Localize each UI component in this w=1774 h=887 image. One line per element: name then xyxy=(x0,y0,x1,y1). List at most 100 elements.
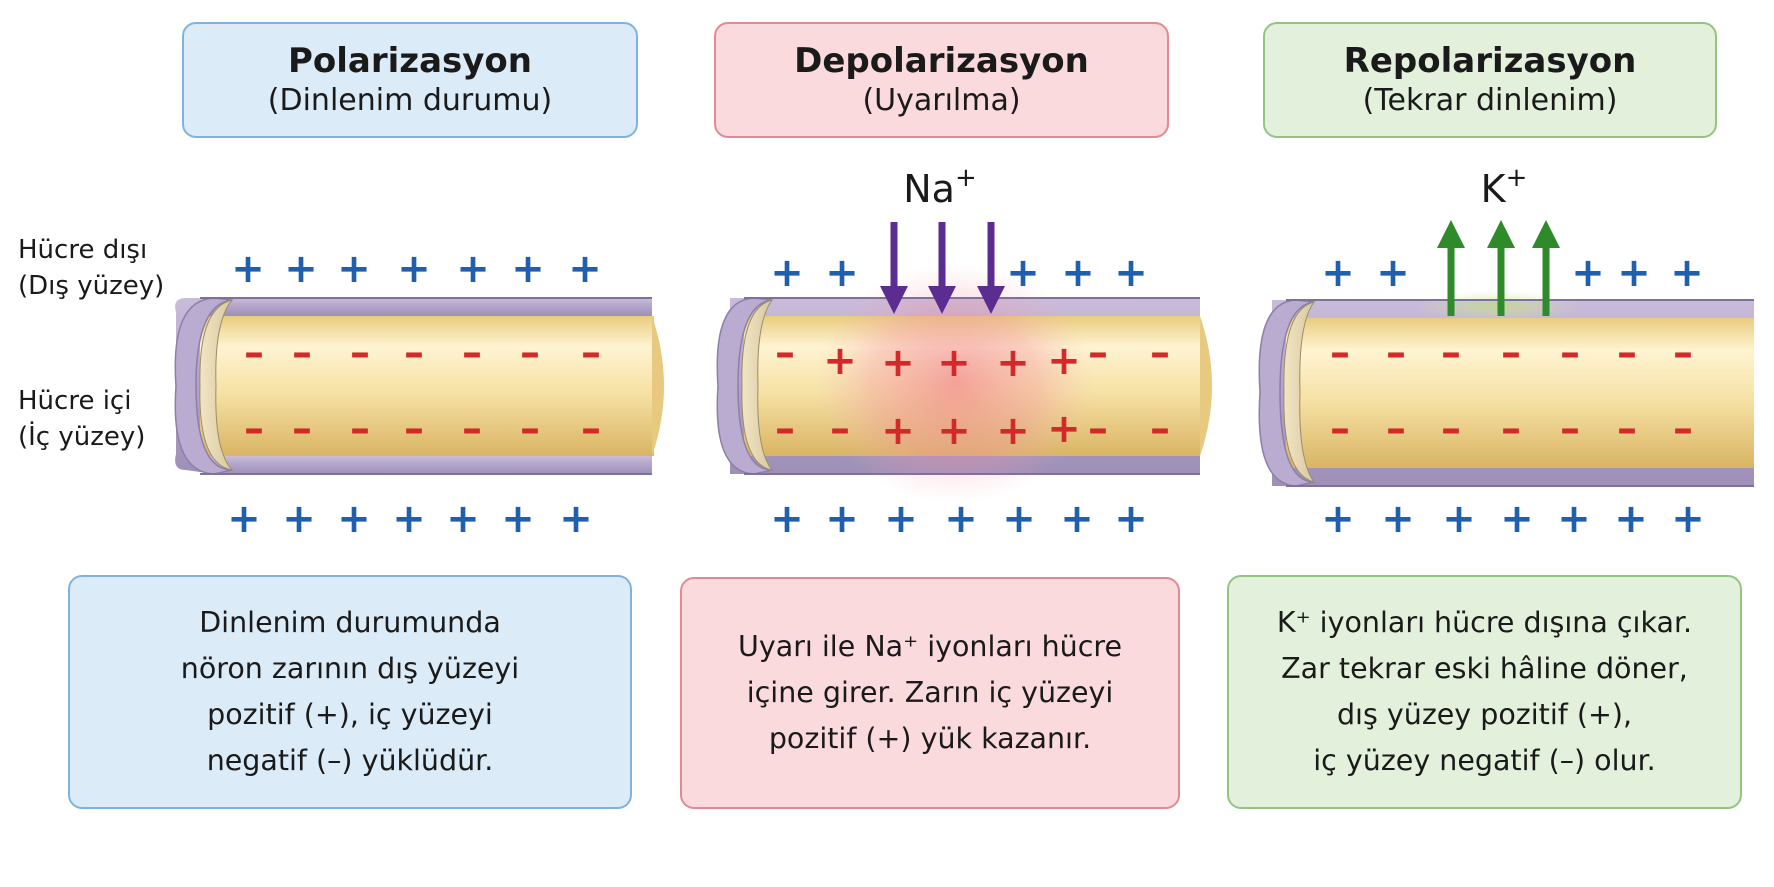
na-ion-label: Na+ xyxy=(903,163,977,211)
outer-charges-depolarization-top: + + + + + xyxy=(770,250,1148,296)
minus-charge: – xyxy=(462,330,482,376)
na-influx: Na+ xyxy=(880,163,1005,314)
plus-charge: + xyxy=(446,496,480,542)
minus-charge: – xyxy=(1673,406,1693,452)
outer-charges-polarization-top: + + + + + + + xyxy=(231,246,602,292)
inner-charges-depolarization: – + + + + + – – – – + + + + – – xyxy=(775,330,1170,454)
plus-charge: + xyxy=(1442,496,1476,542)
charges: + + + + + + + + + + + + + + – – – – – – … xyxy=(227,246,1705,542)
title-polarization: Polarizasyon xyxy=(288,41,532,81)
plus-charge: + xyxy=(1321,496,1355,542)
plus-charge: + xyxy=(881,340,915,386)
title-box-polarization: Polarizasyon (Dinlenim durumu) xyxy=(182,22,638,138)
plus-charge: + xyxy=(511,246,545,292)
plus-charge: + xyxy=(937,340,971,386)
label-inside: Hücre içi (İç yüzey) xyxy=(18,386,146,452)
minus-charge: – xyxy=(1441,406,1461,452)
minus-charge: – xyxy=(1088,406,1108,452)
minus-charge: – xyxy=(1386,330,1406,376)
plus-charge: + xyxy=(337,246,371,292)
minus-charge: – xyxy=(581,330,601,376)
minus-charge: – xyxy=(350,406,370,452)
plus-charge: + xyxy=(1376,250,1410,296)
plus-charge: + xyxy=(1006,250,1040,296)
k-efflux: K+ xyxy=(1437,163,1560,316)
membrane-tube-polarization xyxy=(174,297,664,475)
outer-charges-polarization-bottom: + + + + + + + xyxy=(227,496,593,542)
description-polarization: Dinlenim durumunda nöron zarının dış yüz… xyxy=(180,606,520,777)
plus-charge: + xyxy=(568,246,602,292)
plus-charge: + xyxy=(996,340,1030,386)
plus-charge: + xyxy=(1571,250,1605,296)
plus-charge: + xyxy=(884,496,918,542)
plus-charge: + xyxy=(559,496,593,542)
minus-charge: – xyxy=(775,330,795,376)
plus-charge: + xyxy=(337,496,371,542)
plus-charge: + xyxy=(1061,250,1095,296)
plus-charge: + xyxy=(284,246,318,292)
plus-charge: + xyxy=(1047,406,1081,452)
minus-charge: – xyxy=(462,406,482,452)
subtitle-repolarization: (Tekrar dinlenim) xyxy=(1362,83,1618,118)
minus-charge: – xyxy=(1441,330,1461,376)
outer-charges-repolarization-bottom: + + + + + + + xyxy=(1321,496,1705,542)
plus-charge: + xyxy=(996,408,1030,454)
title-box-depolarization: Depolarizasyon (Uyarılma) xyxy=(714,22,1169,138)
minus-charge: – xyxy=(244,330,264,376)
plus-charge: + xyxy=(397,246,431,292)
minus-charge: – xyxy=(292,330,312,376)
minus-charge: – xyxy=(830,406,850,452)
k-ion-label: K+ xyxy=(1481,163,1528,211)
plus-charge: + xyxy=(1557,496,1591,542)
plus-charge: + xyxy=(501,496,535,542)
minus-charge: – xyxy=(404,330,424,376)
plus-charge: + xyxy=(456,246,490,292)
description-box-repolarization: K⁺ iyonları hücre dışına çıkar. Zar tekr… xyxy=(1227,575,1742,809)
minus-charge: – xyxy=(1386,406,1406,452)
plus-charge: + xyxy=(770,250,804,296)
description-box-depolarization: Uyarı ile Na⁺ iyonları hücre içine girer… xyxy=(680,577,1180,809)
minus-charge: – xyxy=(292,406,312,452)
description-repolarization: K⁺ iyonları hücre dışına çıkar. Zar tekr… xyxy=(1276,606,1693,777)
plus-charge: + xyxy=(1500,496,1534,542)
minus-charge: – xyxy=(1617,330,1637,376)
plus-charge: + xyxy=(825,496,859,542)
minus-charge: – xyxy=(1150,406,1170,452)
plus-charge: + xyxy=(1114,496,1148,542)
plus-charge: + xyxy=(1381,496,1415,542)
label-outside: Hücre dışı (Dış yüzey) xyxy=(18,235,165,301)
description-box-polarization: Dinlenim durumunda nöron zarının dış yüz… xyxy=(68,575,632,809)
minus-charge: – xyxy=(244,406,264,452)
title-depolarization: Depolarizasyon xyxy=(794,41,1089,81)
minus-charge: – xyxy=(520,330,540,376)
title-box-repolarization: Repolarizasyon (Tekrar dinlenim) xyxy=(1263,22,1717,138)
minus-charge: – xyxy=(1560,406,1580,452)
plus-charge: + xyxy=(944,496,978,542)
minus-charge: – xyxy=(775,406,795,452)
plus-charge: + xyxy=(1047,338,1081,384)
description-depolarization: Uyarı ile Na⁺ iyonları hücre içine girer… xyxy=(738,630,1122,755)
minus-charge: – xyxy=(1330,406,1350,452)
membrane-tube-repolarization xyxy=(1258,290,1754,487)
plus-charge: + xyxy=(392,496,426,542)
plus-charge: + xyxy=(282,496,316,542)
inner-charges-polarization: – – – – – – – – – – – – – – xyxy=(244,330,601,452)
plus-charge: + xyxy=(770,496,804,542)
minus-charge: – xyxy=(520,406,540,452)
plus-charge: + xyxy=(1002,496,1036,542)
plus-charge: + xyxy=(825,250,859,296)
plus-charge: + xyxy=(1670,250,1704,296)
plus-charge: + xyxy=(881,408,915,454)
plus-charge: + xyxy=(823,338,857,384)
inner-charges-repolarization: – – – – – – – – – – – – – – xyxy=(1330,330,1693,452)
minus-charge: – xyxy=(404,406,424,452)
plus-charge: + xyxy=(231,246,265,292)
minus-charge: – xyxy=(1617,406,1637,452)
plus-charge: + xyxy=(937,408,971,454)
minus-charge: – xyxy=(1088,330,1108,376)
plus-charge: + xyxy=(227,496,261,542)
minus-charge: – xyxy=(1501,330,1521,376)
subtitle-polarization: (Dinlenim durumu) xyxy=(267,83,553,118)
outer-charges-repolarization-top: + + + + + xyxy=(1321,250,1704,296)
